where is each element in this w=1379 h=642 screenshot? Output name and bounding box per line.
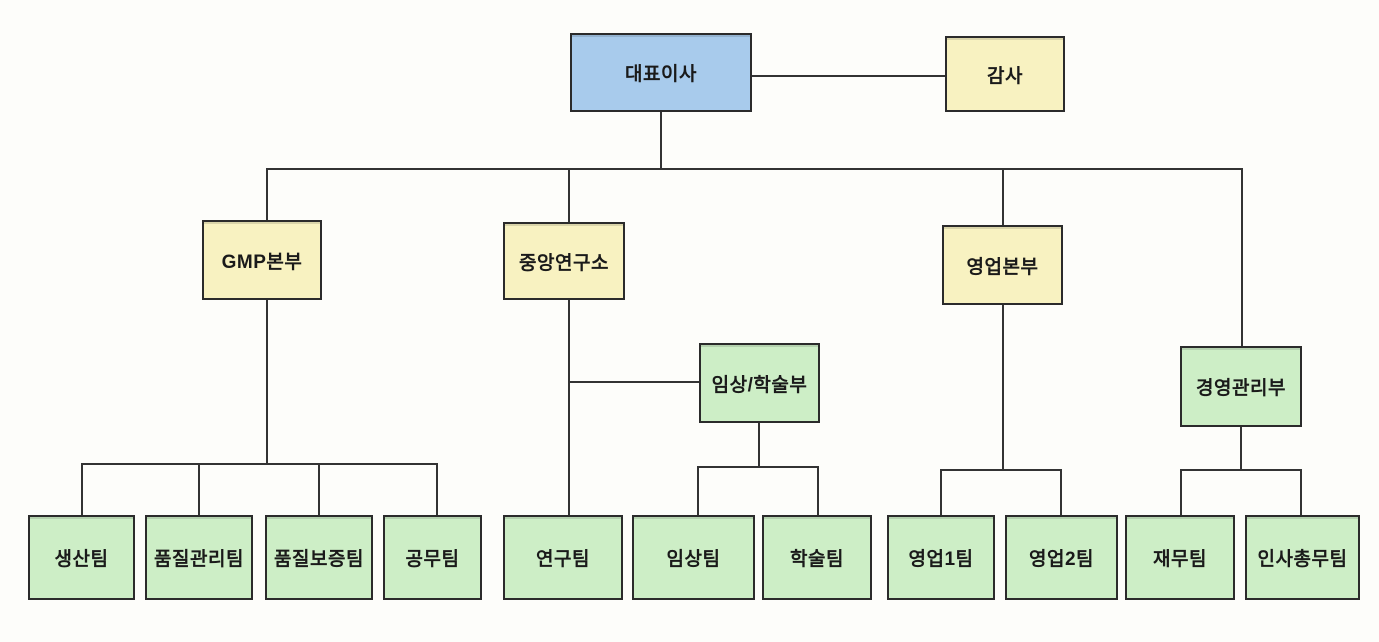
org-node-research-team: 연구팀 xyxy=(503,515,623,600)
org-node-gmp-division: GMP본부 xyxy=(202,220,322,300)
org-node-central-research-lab: 중앙연구소 xyxy=(503,222,625,300)
org-node-academic-team: 학술팀 xyxy=(762,515,872,600)
org-node-sales-team-1: 영업1팀 xyxy=(887,515,995,600)
org-node-quality-control-team: 품질관리팀 xyxy=(145,515,253,600)
org-node-sales-team-2: 영업2팀 xyxy=(1005,515,1118,600)
org-node-auditor: 감사 xyxy=(945,36,1065,112)
org-node-finance-team: 재무팀 xyxy=(1125,515,1235,600)
org-node-hr-general-affairs-team: 인사총무팀 xyxy=(1245,515,1360,600)
org-node-production-team: 생산팀 xyxy=(28,515,135,600)
org-node-sales-division: 영업본부 xyxy=(942,225,1063,305)
org-node-management-dept: 경영관리부 xyxy=(1180,346,1302,427)
org-node-clinical-academic-dept: 임상/학술부 xyxy=(699,343,820,423)
org-node-quality-assurance-team: 품질보증팀 xyxy=(265,515,373,600)
org-node-engineering-team: 공무팀 xyxy=(383,515,482,600)
org-node-ceo: 대표이사 xyxy=(570,33,752,112)
org-node-clinical-team: 임상팀 xyxy=(632,515,755,600)
